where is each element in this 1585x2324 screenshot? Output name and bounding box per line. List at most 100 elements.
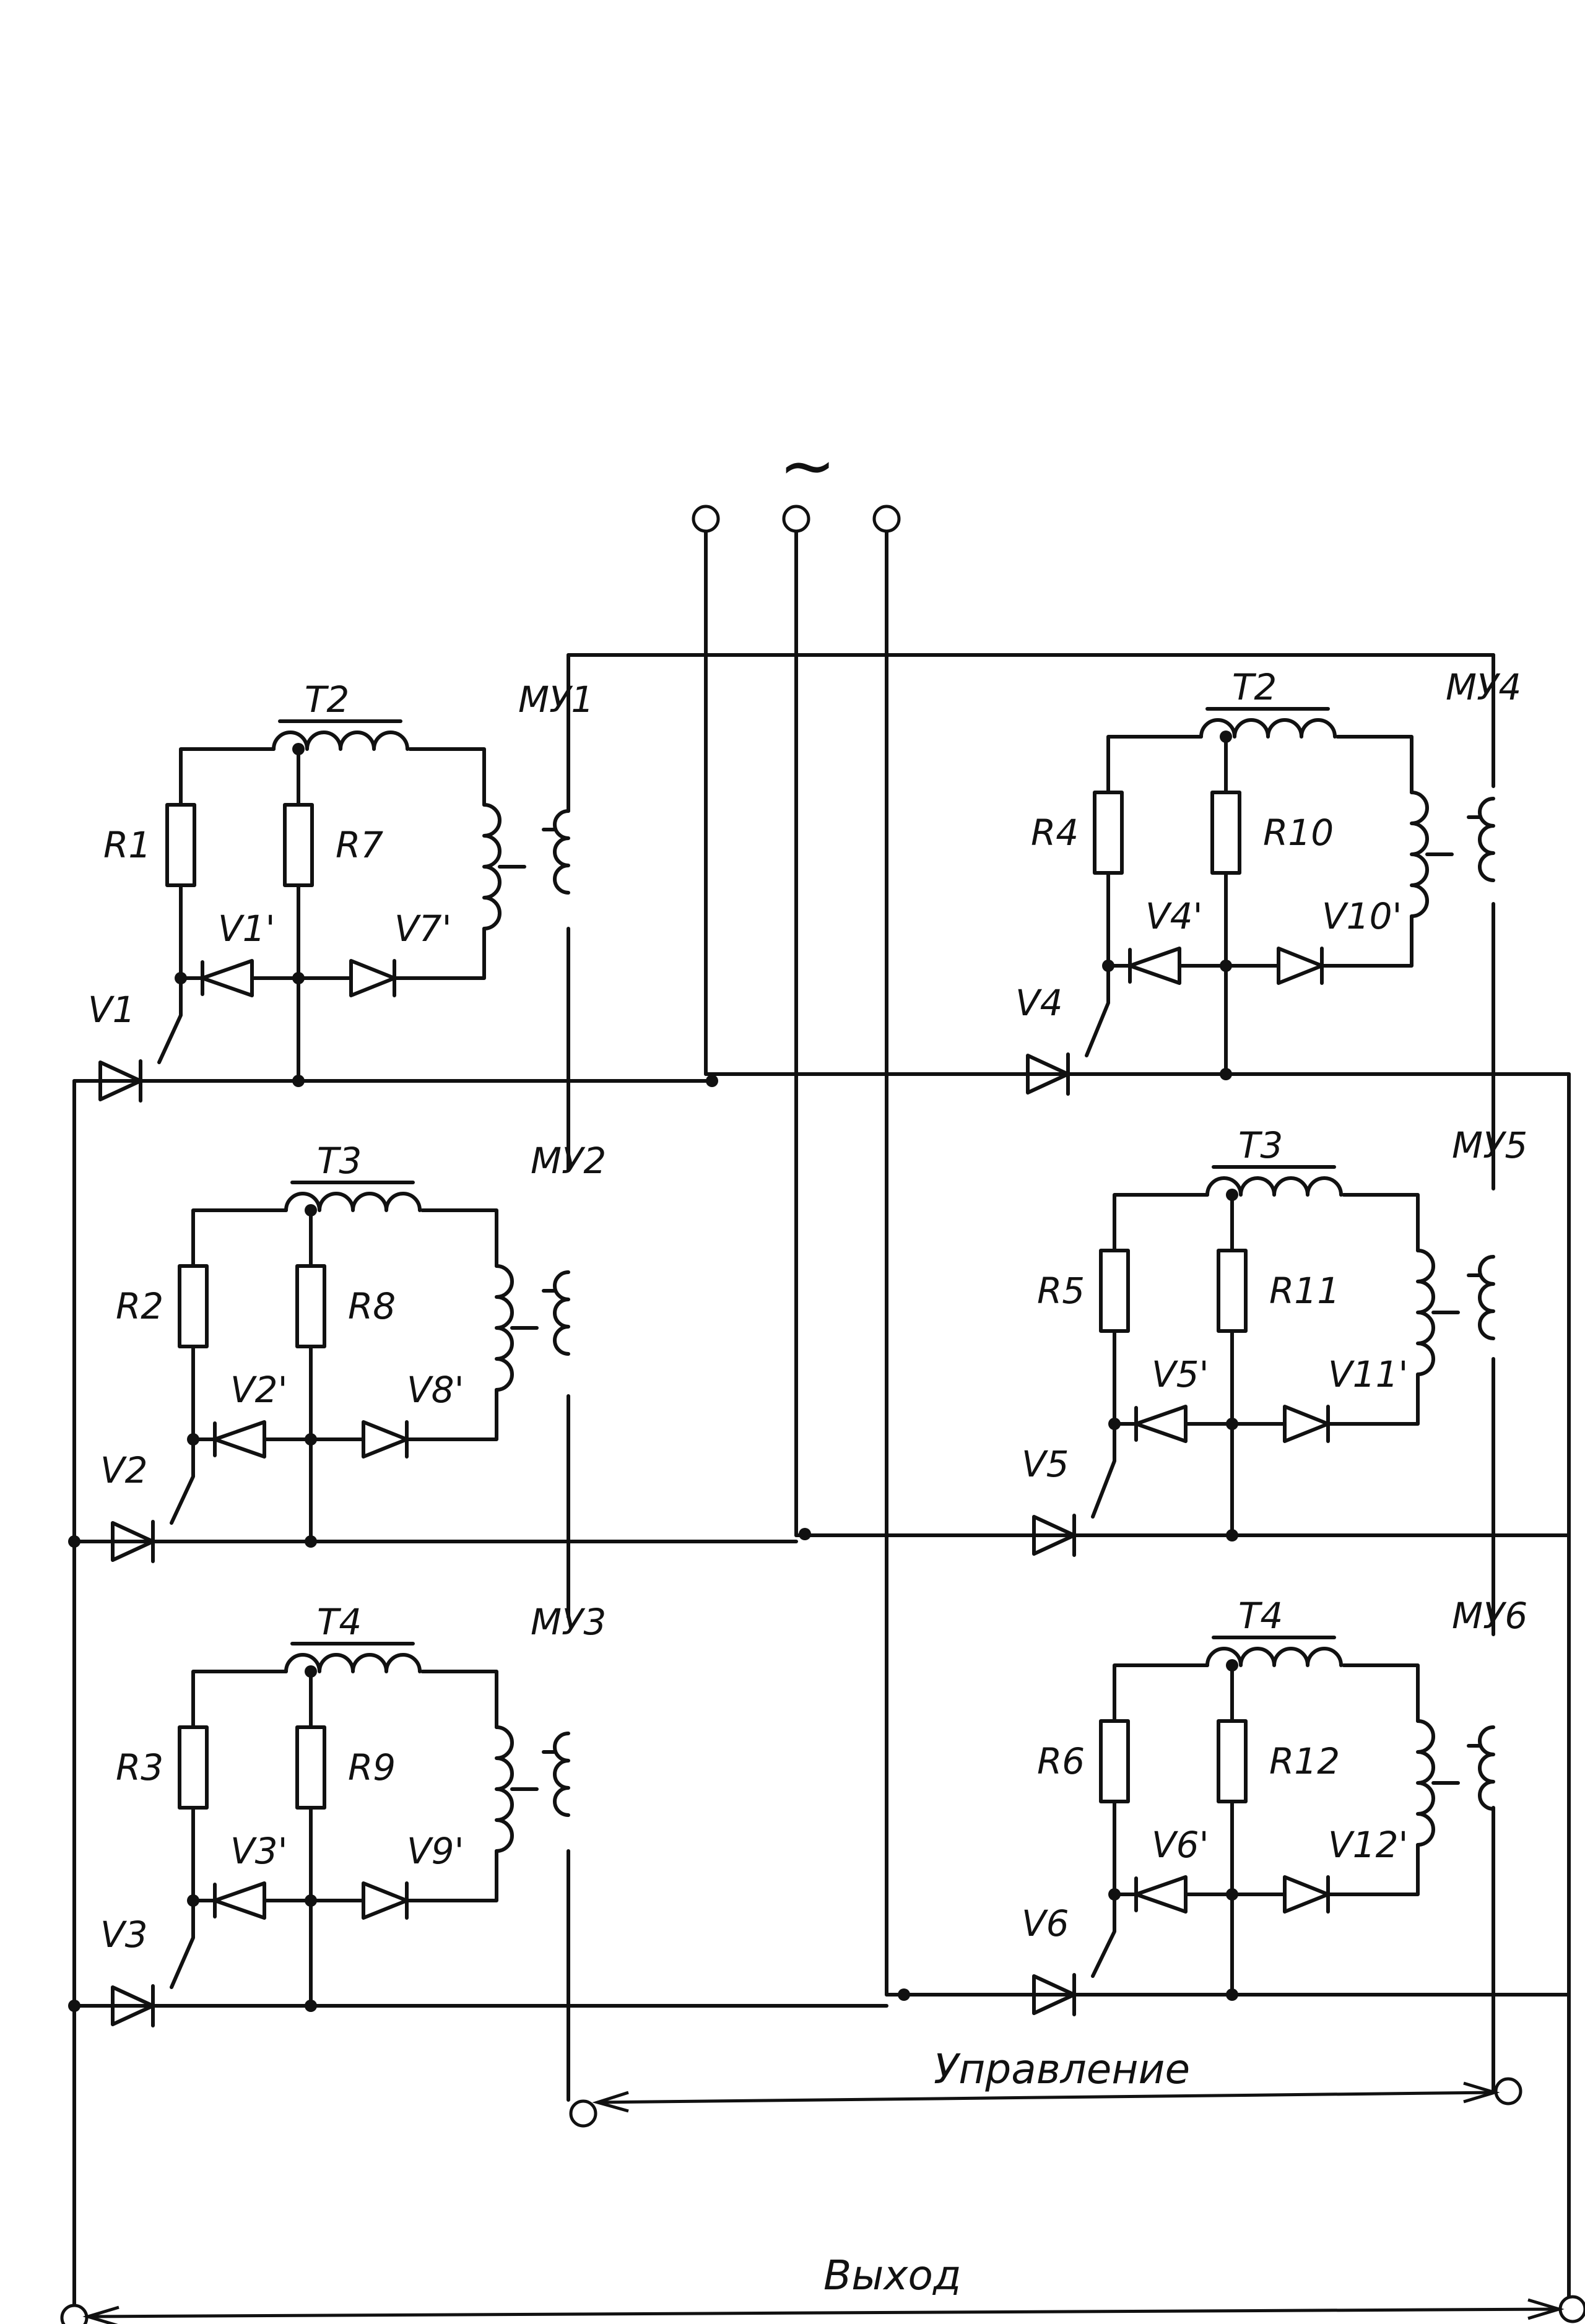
- diode-prime-a-label: V1': [218, 908, 276, 950]
- control-arrow-line: [597, 2091, 1495, 2104]
- diode-prime-b-label: V12': [1328, 1824, 1408, 1866]
- resistor-a: [1093, 791, 1124, 875]
- control-coil: [1478, 1725, 1495, 1811]
- resistor-a: [165, 803, 196, 887]
- diode-prime-b-label: V10': [1322, 895, 1402, 937]
- amplifier-label: МУ3: [531, 1601, 606, 1643]
- resistor-b: [283, 803, 314, 887]
- control-terminal-left: [569, 2099, 597, 2128]
- amplifier-label: МУ4: [1446, 666, 1521, 708]
- junction-dot: [1220, 1068, 1232, 1080]
- control-coil: [1478, 797, 1495, 882]
- resistor-b: [1217, 1249, 1248, 1333]
- output-arrow-head-left: [82, 2305, 119, 2324]
- amplifier-label: МУ1: [518, 679, 594, 721]
- amplifier-label: МУ6: [1452, 1595, 1527, 1637]
- junction-dot: [1220, 731, 1232, 743]
- junction-dot: [305, 1665, 317, 1678]
- main-diode-label: V2: [100, 1449, 148, 1491]
- diode-prime-b: [349, 959, 396, 997]
- transformer-label: T2: [1232, 666, 1277, 708]
- supply-terminal-b: [782, 505, 810, 533]
- wiring: [72, 531, 1571, 2308]
- transformer-label: T3: [317, 1140, 362, 1182]
- control-arrow-head-right: [1463, 2081, 1500, 2104]
- winding-coil: [1416, 1719, 1435, 1847]
- winding-coil: [1410, 791, 1429, 918]
- main-diode: [98, 1059, 142, 1103]
- control-coil: [553, 1732, 570, 1817]
- junction-dot: [175, 972, 187, 984]
- resistor-a-label: R3: [116, 1746, 163, 1789]
- main-diode: [111, 1984, 155, 2027]
- transformer-label: T2: [305, 679, 349, 721]
- junction-dot: [1226, 1189, 1238, 1201]
- diode-prime-b-label: V9': [407, 1830, 464, 1872]
- diode-prime-a-label: V6': [1152, 1824, 1209, 1866]
- resistor-b: [1217, 1719, 1248, 1803]
- junction-dot: [305, 2000, 317, 2012]
- control-coil: [553, 809, 570, 895]
- resistor-b-label: R9: [348, 1746, 396, 1789]
- control-arrow-head-left: [592, 2091, 629, 2113]
- junction-dot: [1220, 960, 1232, 972]
- supply-terminal-a: [692, 505, 720, 533]
- resistor-a-label: R6: [1037, 1740, 1085, 1782]
- junction-dot: [292, 1075, 305, 1087]
- diode-prime-a-label: V2': [230, 1369, 288, 1411]
- transformer-coil: [284, 1192, 422, 1212]
- resistor-b-label: R8: [348, 1285, 396, 1327]
- junction-dot: [1226, 1529, 1238, 1541]
- diode-prime-b: [1277, 947, 1324, 985]
- control-label: Управление: [934, 2045, 1190, 2093]
- winding-coil: [482, 803, 502, 930]
- diode-prime-a: [213, 1881, 266, 1920]
- diode-prime-b-label: V11': [1328, 1353, 1408, 1395]
- junction-dot: [187, 1894, 199, 1907]
- output-label: Выход: [823, 2252, 961, 2299]
- transformer-coil: [272, 731, 409, 751]
- main-diode: [1032, 1514, 1076, 1557]
- resistor-b-label: R12: [1269, 1740, 1340, 1782]
- amplifier-label: МУ5: [1452, 1124, 1527, 1166]
- output-arrow-line: [87, 2307, 1560, 2318]
- resistor-b-label: R11: [1269, 1270, 1340, 1312]
- resistor-b: [1210, 791, 1241, 875]
- transformer-coil: [1205, 1176, 1343, 1197]
- diode-prime-a-label: V3': [230, 1830, 288, 1872]
- junction-dot: [1226, 1659, 1238, 1671]
- terminals: [60, 505, 1585, 2324]
- resistor-a-label: R1: [103, 824, 151, 866]
- amplifier-label: МУ2: [531, 1140, 606, 1182]
- main-diode-label: V4: [1015, 982, 1063, 1024]
- transformer-label: T4: [317, 1601, 362, 1643]
- winding-coil: [495, 1264, 514, 1392]
- junction-dot: [1108, 1888, 1121, 1901]
- diode-prime-b-label: V7': [394, 908, 452, 950]
- resistor-a: [1099, 1249, 1130, 1333]
- junction-dots: [68, 1075, 910, 2012]
- junction-dot: [305, 1535, 317, 1548]
- main-diode: [111, 1520, 155, 1563]
- junction-dot: [305, 1433, 317, 1446]
- transformer-label: T4: [1238, 1595, 1283, 1637]
- junction-dot: [1226, 1988, 1238, 2001]
- transformer-coil: [284, 1653, 422, 1673]
- junction-dot: [305, 1204, 317, 1216]
- supply-terminal-c: [872, 505, 901, 533]
- junction-dot: [1108, 1418, 1121, 1430]
- main-diode-label: V6: [1022, 1902, 1069, 1945]
- diode-prime-a: [1128, 947, 1181, 985]
- diode-prime-b: [362, 1881, 409, 1920]
- diode-prime-b: [1283, 1405, 1330, 1443]
- resistor-a-label: R4: [1031, 812, 1079, 854]
- bottom-arrows: [82, 2081, 1565, 2324]
- diode-prime-a: [1134, 1405, 1188, 1443]
- diode-prime-a-label: V4': [1145, 895, 1203, 937]
